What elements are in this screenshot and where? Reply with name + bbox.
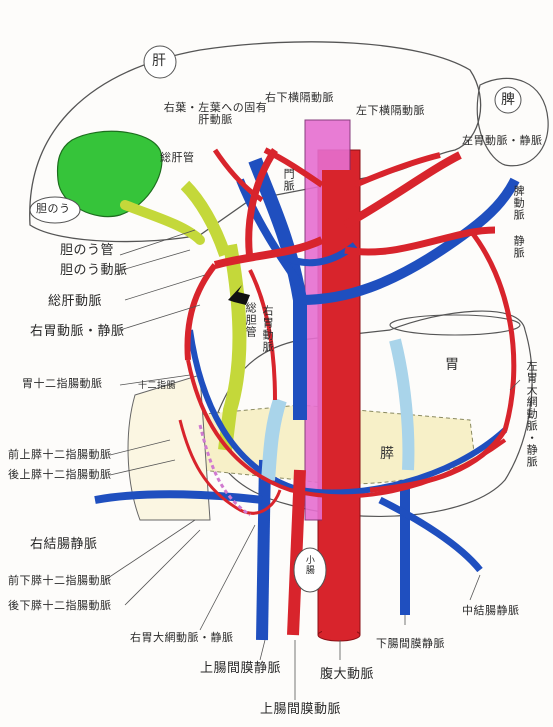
right-gastroepiploic-label: 右胃大網動脈・静脈 — [130, 632, 234, 644]
right-gastric-label: 右胃動脈・静脈 — [30, 325, 125, 339]
posterior-inferior-pd-label: 後下膵十二指腸動脈 — [8, 600, 112, 612]
right-colic-vein-label: 右結腸静脈 — [30, 538, 98, 552]
stomach-label: 胃 — [445, 358, 460, 373]
proper-hepatic-artery-label: 右葉・左葉への固有肝動脈 — [163, 102, 268, 126]
left-gastric-label: 左胃動脈・静脈 — [462, 135, 543, 147]
common-hepatic-artery-label: 総肝動脈 — [48, 295, 102, 309]
superior-mesenteric-artery — [293, 470, 300, 635]
middle-colic-vein — [380, 500, 480, 570]
portal-vein-label: 門脈 — [282, 168, 294, 192]
small-intestine-label: 小腸 — [303, 555, 313, 575]
left-inferior-phrenic-artery-label: 左下横隔動脈 — [356, 105, 425, 117]
superior-mesenteric-vein-label: 上腸間膜静脈 — [200, 662, 281, 676]
right-gastric-vertical-label: 右胃動脈 — [261, 305, 273, 353]
superior-mesenteric-vein — [262, 460, 265, 640]
gastroduodenal-artery-label: 胃十二指腸動脈 — [22, 378, 103, 390]
inferior-mesenteric-vein-label: 下腸間膜静脈 — [376, 638, 445, 650]
cystic-duct — [125, 205, 200, 240]
aorta-front — [322, 170, 357, 635]
posterior-superior-pd-label: 後上膵十二指腸動脈 — [8, 469, 112, 481]
common-hepatic-duct — [185, 185, 225, 255]
anterior-superior-pd-label: 前上膵十二指腸動脈 — [8, 449, 112, 461]
pancreas-label: 膵 — [380, 447, 395, 462]
anterior-inferior-pd-label: 前下膵十二指腸動脈 — [8, 575, 112, 587]
left-gastroepiploic-label: 左胃大網動脈・静脈 — [525, 360, 537, 468]
abdominal-aorta-label: 腹大動脈 — [320, 668, 374, 682]
common-bile-duct-label: 総胆管 — [244, 302, 256, 338]
splenic-artery-label: 脾動脈 — [512, 185, 524, 221]
duodenum-label: 十二指腸 — [138, 382, 176, 392]
spleen-label: 脾 — [501, 93, 516, 108]
common-hepatic-duct-label: 総肝管 — [160, 152, 195, 164]
cystic-artery-label: 胆のう動脈 — [60, 264, 128, 278]
splenic-vein-label: 静脈 — [512, 235, 524, 259]
cystic-duct-label: 胆のう管 — [60, 244, 114, 258]
gallbladder-label: 胆のう — [36, 203, 71, 215]
liver-label: 肝 — [152, 54, 167, 69]
middle-colic-vein-label: 中結腸静脈 — [462, 605, 520, 617]
right-inferior-phrenic-artery-label: 右下横隔動脈 — [265, 92, 334, 104]
superior-mesenteric-artery-label: 上腸間膜動脈 — [260, 703, 341, 717]
stomach-opening — [390, 315, 520, 335]
